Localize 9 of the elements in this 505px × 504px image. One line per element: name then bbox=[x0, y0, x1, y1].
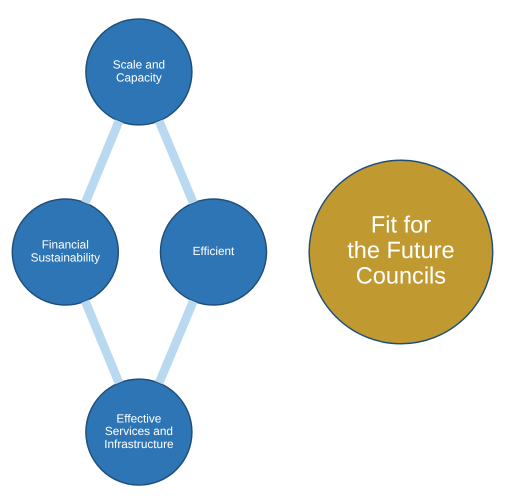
node-circle: Scale and Capacity bbox=[85, 18, 193, 126]
node-circle: Financial Sustainability bbox=[12, 198, 120, 306]
node-circle: Efficient bbox=[160, 198, 268, 306]
connector bbox=[155, 299, 198, 385]
node-circle: Fit for the Future Councils bbox=[308, 160, 494, 344]
connector bbox=[155, 119, 198, 204]
connector bbox=[81, 119, 124, 204]
node-circle: Effective Services and Infrastructure bbox=[85, 378, 193, 486]
connector bbox=[81, 300, 124, 385]
